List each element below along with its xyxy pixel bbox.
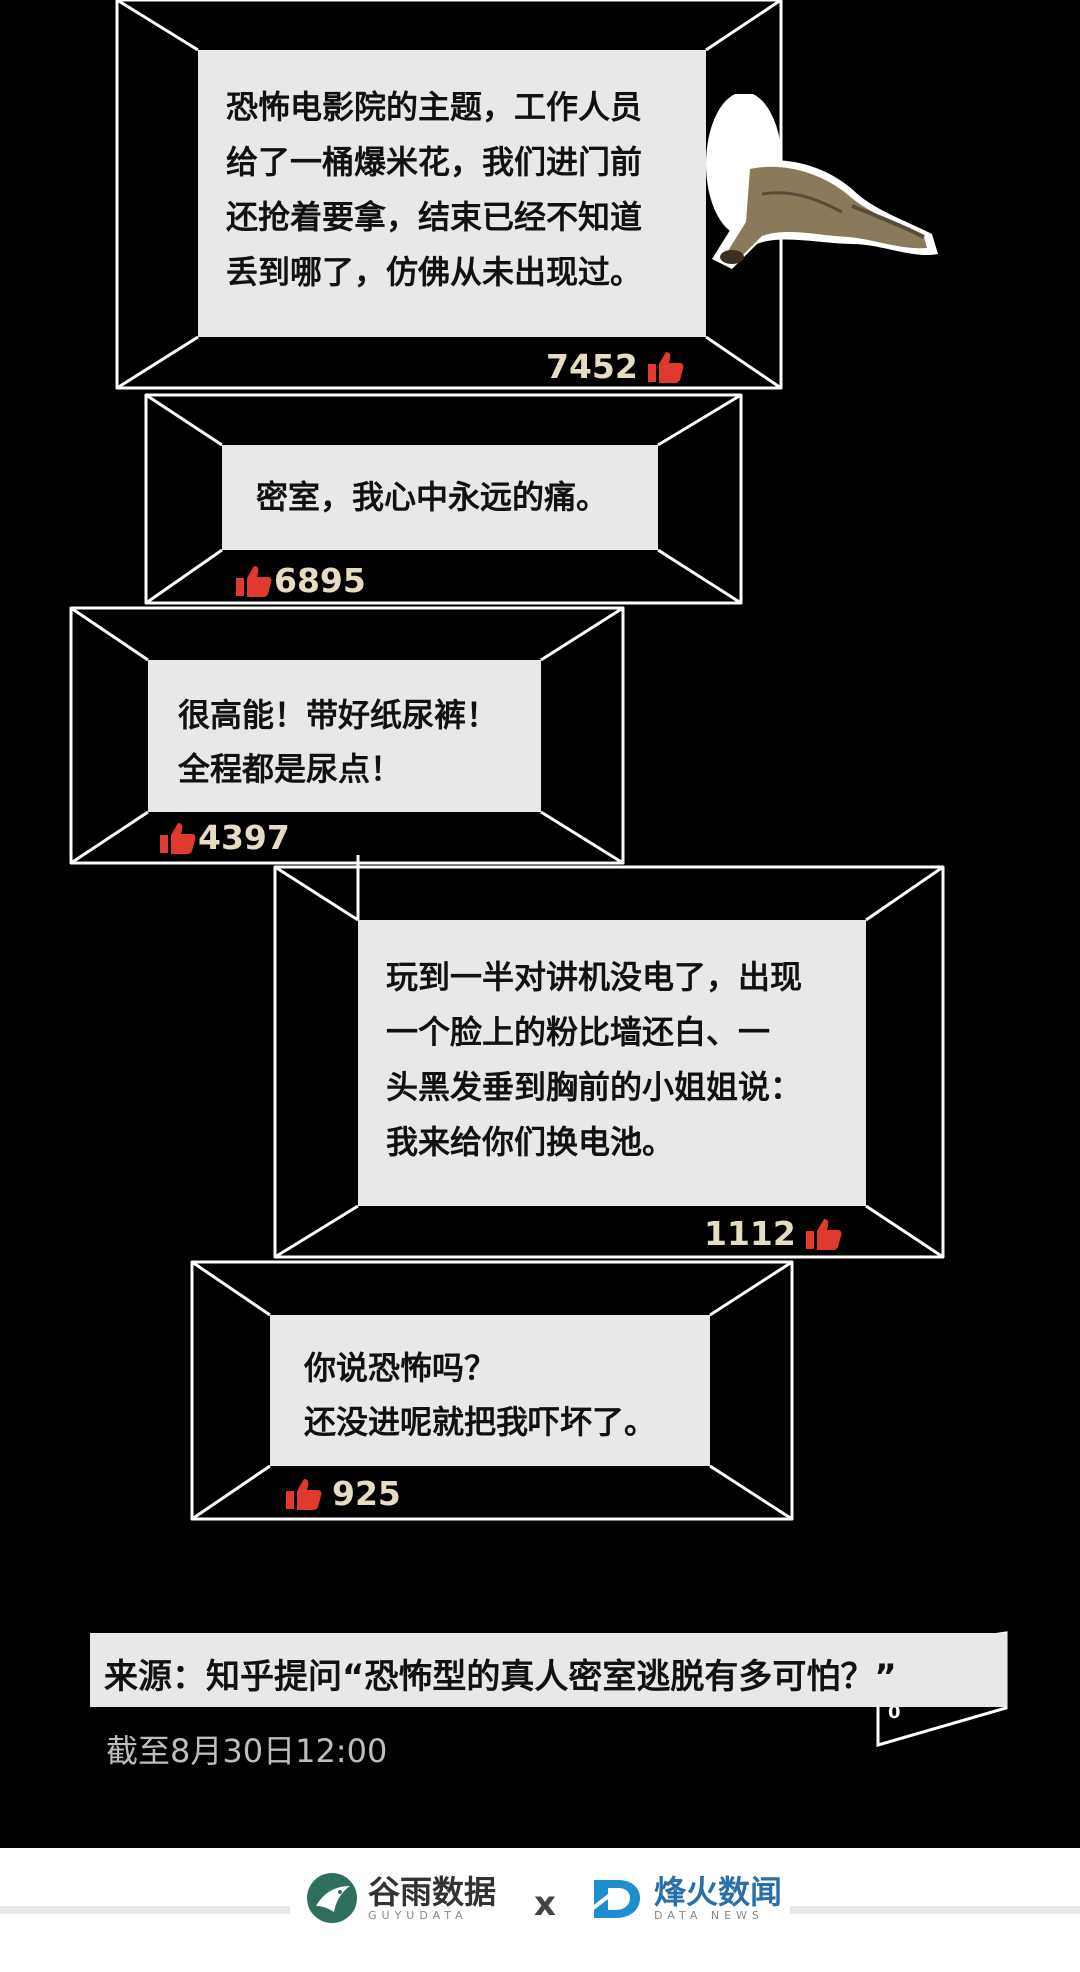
like-count-1: 7452 — [546, 347, 684, 386]
small-box-text: 0 — [888, 1702, 901, 1723]
comment-panel-5: 你说恐怖吗？ 还没进呢就把我吓坏了。 — [270, 1315, 710, 1466]
brand-fenghuo-sub: DATA NEWS — [654, 1908, 764, 1922]
brand-fenghuo[interactable]: 烽火数闻 DATA NEWS — [588, 1872, 782, 1924]
like-number-4: 1112 — [704, 1214, 796, 1253]
brand-guyu-sub: GUYUDATA — [368, 1908, 468, 1922]
comment-panel-4: 玩到一半对讲机没电了，出现 一个脸上的粉比墙还白、一 头黑发垂到胸前的小姐姐说：… — [358, 920, 866, 1206]
thumbs-up-icon[interactable] — [286, 1477, 322, 1511]
like-number-1: 7452 — [546, 347, 638, 386]
comment-text-5: 你说恐怖吗？ 还没进呢就把我吓坏了。 — [304, 1349, 657, 1441]
like-number-5: 925 — [332, 1474, 401, 1513]
collab-x: x — [534, 1884, 556, 1924]
source-text: 来源：知乎提问“恐怖型的真人密室逃脱有多可怕？” — [104, 1657, 897, 1697]
box-frame-2 — [144, 393, 743, 605]
box-frame-5 — [190, 1260, 794, 1521]
like-number-3: 4397 — [198, 818, 290, 857]
comment-text-3: 很高能！带好纸尿裤！ 全程都是尿点！ — [178, 696, 499, 788]
comment-text-2: 密室，我心中永远的痛。 — [256, 478, 609, 516]
brand-guyu[interactable]: 谷雨数据 GUYUDATA — [306, 1872, 496, 1924]
guyu-logo-icon — [307, 1873, 357, 1923]
comment-text-1: 恐怖电影院的主题，工作人员 给了一桶爆米花，我们进门前 还抢着要拿，结束已经不知… — [226, 88, 643, 291]
like-count-5: 925 — [286, 1474, 401, 1513]
brand-fenghuo-name: 烽火数闻 — [654, 1872, 783, 1911]
thumbs-up-icon[interactable] — [236, 564, 272, 598]
comment-panel-1: 恐怖电影院的主题，工作人员 给了一桶爆米花，我们进门前 还抢着要拿，结束已经不知… — [198, 50, 706, 337]
brand-guyu-name: 谷雨数据 — [368, 1872, 497, 1911]
comment-panel-2: 密室，我心中永远的痛。 — [222, 445, 658, 550]
like-number-2: 6895 — [274, 561, 366, 600]
date-text: 截至8月30日12:00 — [106, 1732, 388, 1770]
like-count-2: 6895 — [236, 561, 366, 600]
like-count-3: 4397 — [160, 818, 290, 857]
fenghuo-logo-icon — [588, 1880, 640, 1918]
box-frame-4 — [273, 855, 945, 1259]
footer-line-left — [0, 1906, 290, 1914]
footer: 谷雨数据 GUYUDATA x 烽火数闻 DATA NEWS — [0, 1848, 1080, 1972]
crawling-figure-icon — [706, 92, 938, 269]
like-count-4: 1112 — [704, 1214, 842, 1253]
thumbs-up-icon[interactable] — [160, 821, 196, 855]
figure-illustration — [702, 92, 952, 298]
comment-panel-3: 很高能！带好纸尿裤！ 全程都是尿点！ — [148, 660, 541, 812]
footer-line-right — [790, 1906, 1080, 1914]
source-bar: 来源：知乎提问“恐怖型的真人密室逃脱有多可怕？” — [90, 1633, 1007, 1707]
box-frame-3 — [69, 606, 625, 865]
thumbs-up-icon[interactable] — [805, 1217, 842, 1251]
comment-text-4: 玩到一半对讲机没电了，出现 一个脸上的粉比墙还白、一 头黑发垂到胸前的小姐姐说：… — [386, 958, 803, 1161]
thumbs-up-icon[interactable] — [647, 350, 684, 384]
